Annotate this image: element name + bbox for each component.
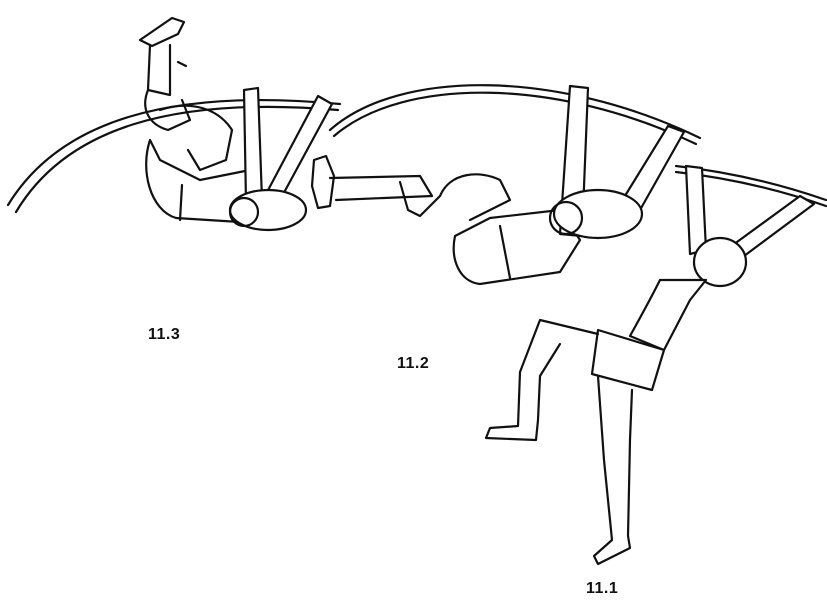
figure-label-11-3: 11.3 <box>148 326 180 344</box>
torso-11-1 <box>592 280 706 390</box>
head-11-3 <box>230 190 306 230</box>
extended-leg-11-2 <box>312 156 432 208</box>
head-11-1 <box>694 238 746 286</box>
straight-leg-11-1 <box>594 376 632 564</box>
figure-label-11-2: 11.2 <box>397 355 429 373</box>
bent-leg-11-1 <box>486 320 598 440</box>
figure-label-11-1: 11.1 <box>586 580 618 598</box>
pole-11-2 <box>330 85 700 144</box>
vaulter-figure-11-2 <box>312 85 700 284</box>
vaulter-figure-11-3 <box>8 18 340 230</box>
